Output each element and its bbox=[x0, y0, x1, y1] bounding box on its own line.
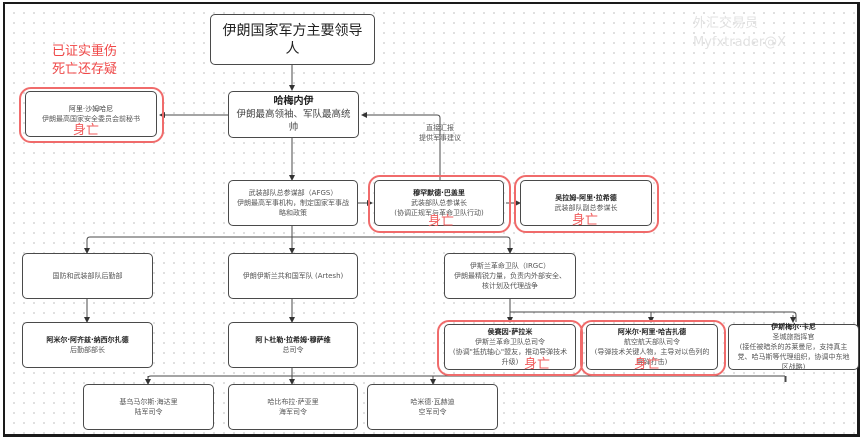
node-desc: 陆军司令 bbox=[134, 408, 163, 416]
status-deceased: 身亡 bbox=[73, 123, 100, 138]
node-rashid[interactable]: 吴拉姆-阿里·拉希德 武装部队副总参谋长 bbox=[520, 180, 652, 226]
node-desc: 后勤部部长 bbox=[70, 346, 105, 354]
node-desc: 海军司令 bbox=[279, 408, 307, 416]
node-note: (协调正规军与革命卫队行动) bbox=[394, 209, 484, 217]
watermark-line2: Myfxtrader@X bbox=[693, 35, 787, 50]
node-desc: 武装部队副总参谋长 bbox=[554, 204, 618, 212]
node-name: 阿米尔·阿里·哈吉扎德 bbox=[617, 328, 687, 336]
node-nasirzadeh[interactable]: 阿米尔·阿齐兹·纳西尔扎德 后勤部部长 bbox=[22, 322, 153, 368]
node-name: 哈比布拉·萨亚里 bbox=[267, 398, 319, 406]
deceased-highlight bbox=[19, 87, 164, 143]
edge-bagheri-khamenei bbox=[361, 112, 441, 180]
node-desc: 航空航天部队司令 bbox=[624, 338, 680, 346]
node-khamenei[interactable]: 哈梅内伊 伊朗最高领袖、军队最高统帅 bbox=[228, 91, 359, 138]
node-logistics[interactable]: 国防和武装部队后勤部 bbox=[22, 253, 153, 299]
node-irgc[interactable]: 伊斯兰革命卫队（IRGC） 伊朗最精锐力量，负责内外部安全、核计划及代理战争 bbox=[444, 253, 576, 299]
node-bagheri[interactable]: 穆罕默德·巴盖里 武装部队总参谋长 (协调正规军与革命卫队行动) bbox=[374, 180, 504, 226]
status-deceased: 身亡 bbox=[428, 214, 455, 229]
node-qaani[interactable]: 伊斯梅尔·卡尼 圣城旅指挥官 (接任被暗杀的苏莱曼尼，支持真主党、哈马斯等代理组… bbox=[728, 323, 859, 371]
node-line1: 伊朗伊斯兰共和国军队 (Artesh) bbox=[242, 272, 344, 280]
watermark-line1: 外汇交易员 bbox=[693, 16, 759, 31]
node-line2: 伊朗最高军事机构，制定国家军事战略和政策 bbox=[237, 199, 349, 217]
injury-annotation: 已证实重伤 死亡还存疑 bbox=[52, 43, 117, 79]
title-node[interactable]: 伊朗国家军方主要领导人 bbox=[210, 14, 375, 65]
node-desc: 武装部队总参谋长 bbox=[411, 199, 467, 207]
node-desc: 圣城旅指挥官 bbox=[772, 333, 815, 341]
node-shamkhani[interactable]: 阿里·沙姆哈尼 伊朗最高国家安全委员会前秘书 bbox=[25, 91, 157, 137]
node-name: 哈米德·瓦赫迪 bbox=[410, 398, 455, 406]
status-deceased: 身亡 bbox=[524, 357, 551, 372]
node-name: 伊斯梅尔·卡尼 bbox=[771, 323, 816, 331]
node-name: 阿里·沙姆哈尼 bbox=[68, 105, 114, 113]
annotation-line1: 已证实重伤 bbox=[52, 44, 118, 59]
diagram-title: 伊朗国家军方主要领导人 bbox=[222, 22, 363, 57]
node-note: (协调"抵抗轴心"盟友，推动导弹技术升级) bbox=[452, 348, 568, 366]
node-vahedi[interactable]: 哈米德·瓦赫迪 空军司令 bbox=[367, 384, 498, 430]
deceased-highlight bbox=[437, 320, 583, 376]
node-line2: 伊朗最精锐力量，负责内外部安全、核计划及代理战争 bbox=[454, 272, 566, 290]
node-name: 基乌马尔斯·海达里 bbox=[119, 398, 178, 406]
node-note: (导弹技术关键人物，主导对以色列的导弹打击) bbox=[594, 348, 710, 366]
edge-label-line1: 直接汇报 bbox=[426, 124, 454, 132]
node-sayyari[interactable]: 哈比布拉·萨亚里 海军司令 bbox=[228, 384, 358, 430]
annotation-line2: 死亡还存疑 bbox=[52, 62, 118, 77]
node-hajizadeh[interactable]: 阿米尔·阿里·哈吉扎德 航空航天部队司令 (导弹技术关键人物，主导对以色列的导弹… bbox=[586, 324, 718, 370]
edge-label-line2: 提供军事建议 bbox=[419, 134, 461, 142]
deceased-highlight bbox=[368, 175, 511, 233]
node-mousavi[interactable]: 阿卜杜勒·拉希姆·穆萨维 总司令 bbox=[228, 322, 358, 368]
node-desc: 伊斯兰革命卫队总司令 bbox=[475, 338, 545, 346]
node-line1: 武装部队总参谋部（AFGS） bbox=[248, 189, 338, 197]
node-name: 侯赛因·萨拉米 bbox=[487, 328, 533, 336]
node-name: 穆罕默德·巴盖里 bbox=[413, 189, 465, 197]
node-line1: 伊斯兰革命卫队（IRGC） bbox=[469, 262, 551, 270]
node-afgs[interactable]: 武装部队总参谋部（AFGS） 伊朗最高军事机构，制定国家军事战略和政策 bbox=[228, 180, 358, 226]
node-desc: 总司令 bbox=[282, 346, 304, 354]
watermark: 外汇交易员 Myfxtrader@X bbox=[693, 14, 786, 52]
node-name: 阿卜杜勒·拉希姆·穆萨维 bbox=[255, 336, 331, 344]
node-note: (接任被暗杀的苏莱曼尼，支持真主党、哈马斯等代理组织，协调中东地区战略) bbox=[737, 343, 850, 371]
node-salami[interactable]: 侯赛因·萨拉米 伊斯兰革命卫队总司令 (协调"抵抗轴心"盟友，推动导弹技术升级) bbox=[444, 324, 576, 370]
node-desc: 伊朗最高领袖、军队最高统帅 bbox=[236, 109, 351, 133]
node-name: 哈梅内伊 bbox=[273, 96, 314, 107]
edge-label-report: 直接汇报 提供军事建议 bbox=[410, 123, 470, 143]
node-name: 吴拉姆-阿里·拉希德 bbox=[555, 194, 617, 202]
node-desc: 伊朗最高国家安全委员会前秘书 bbox=[42, 115, 140, 123]
deceased-highlight bbox=[580, 320, 726, 376]
deceased-highlight bbox=[514, 175, 659, 233]
status-deceased: 身亡 bbox=[634, 357, 661, 372]
node-heydari[interactable]: 基乌马尔斯·海达里 陆军司令 bbox=[83, 384, 214, 430]
node-name: 阿米尔·阿齐兹·纳西尔扎德 bbox=[46, 336, 129, 344]
status-deceased: 身亡 bbox=[572, 213, 599, 228]
node-line1: 国防和武装部队后勤部 bbox=[52, 272, 123, 280]
node-artesh[interactable]: 伊朗伊斯兰共和国军队 (Artesh) bbox=[228, 253, 358, 299]
node-desc: 空军司令 bbox=[418, 408, 447, 416]
